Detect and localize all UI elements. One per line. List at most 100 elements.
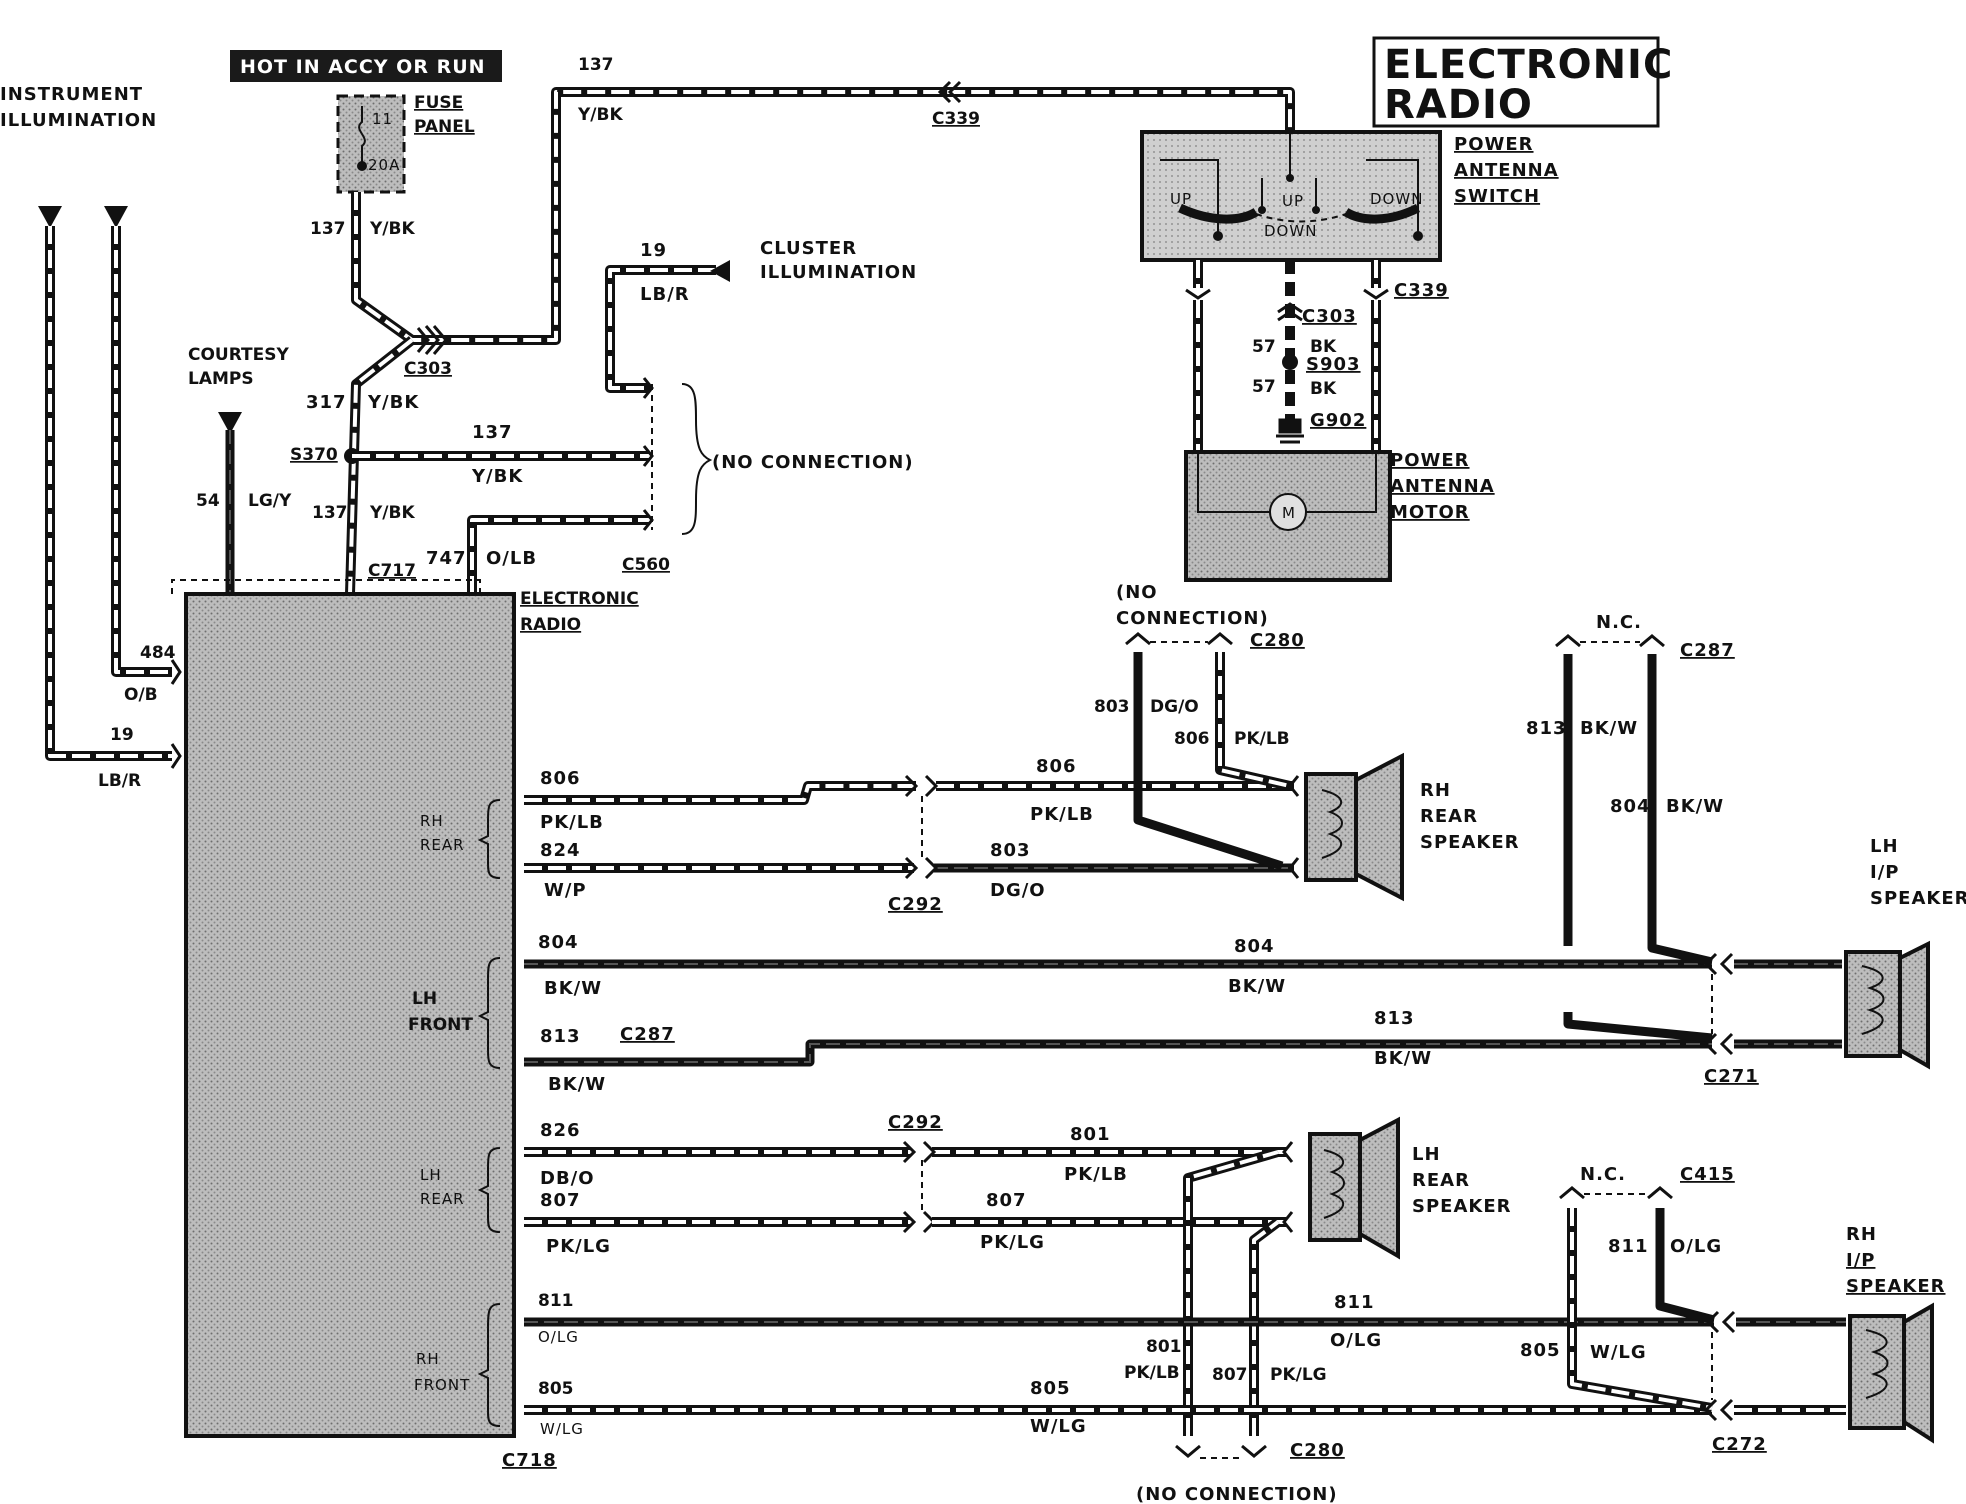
label-bkw-d: BK/W [1374,1048,1432,1069]
label-wlg-a: W/LG [540,1420,584,1438]
wire-19-cluster [605,265,716,393]
label-c303-ground: C303 [1302,306,1357,327]
switch-up-left: UP [1170,190,1192,208]
label-s903: S903 [1306,354,1361,375]
label-317: 317 [306,392,347,413]
switch-down-right: DOWN [1370,190,1423,208]
label-pklg-a: PK/LG [546,1236,611,1257]
courtesy-lamps-1: COURTESY [188,345,290,365]
label-pklb-b: PK/LB [1030,804,1094,825]
rh-rear-label-2: REAR [420,836,465,854]
fuse-terminal [357,161,367,171]
label-lbr-cluster: LB/R [640,284,690,305]
lh-ip-speaker [1844,940,1930,1070]
label-137-c: 137 [312,503,348,523]
wire-804-c287 [1647,654,1714,967]
label-c717: C717 [368,561,416,581]
hot-banner-text: HOT IN ACCY OR RUN [240,56,486,78]
lh-ip-speaker-label-2: I/P [1870,862,1899,883]
no-connection-top-b: CONNECTION) [1116,608,1269,629]
label-c718: C718 [502,1450,557,1471]
lh-rear-speaker-label-3: SPEAKER [1412,1196,1512,1217]
label-19-cluster: 19 [640,240,667,261]
label-lgy: LG/Y [248,491,292,511]
brace-rh-front [477,1303,501,1427]
label-c287-a: C287 [620,1024,675,1045]
switch-contact-2 [1413,231,1423,241]
switch-contact-5 [1286,174,1294,182]
label-137-top: 137 [578,55,614,75]
wire-813 [524,1039,1712,1067]
switch-center-dashed [1255,213,1347,223]
rh-rear-speaker-label-3: SPEAKER [1420,832,1520,853]
courtesy-arrow-icon [218,412,242,434]
c292-connector-top [904,774,939,880]
lh-rear-speaker [1308,1116,1400,1260]
label-pklg-c: PK/LG [1270,1365,1327,1385]
label-pklb-e: PK/LB [1124,1363,1180,1383]
title-box [1372,36,1660,128]
label-801-a: 801 [1070,1124,1111,1145]
label-wlg-b: W/LG [1030,1416,1087,1437]
instrument-arrow-icon-2 [104,206,128,228]
label-bkw-f: BK/W [1666,796,1724,817]
label-bk-a: BK [1310,337,1337,357]
label-pklb-d: PK/LB [1064,1164,1128,1185]
label-806-b: 806 [1036,756,1077,777]
label-ob: O/B [124,685,158,705]
c280-connector-top [1125,632,1233,646]
label-olb: O/LB [486,548,537,569]
label-57-b: 57 [1252,377,1276,397]
c415-connector [1559,1186,1673,1200]
label-137-b: 137 [472,422,513,443]
label-804-c: 804 [1610,796,1651,817]
switch-contact-4 [1312,206,1320,214]
label-826: 826 [540,1120,581,1141]
fuse-panel-label-2: PANEL [414,117,475,137]
label-no-connection-c560: (NO CONNECTION) [712,452,914,473]
rh-rear-label-1: RH [420,812,444,830]
nc-label-bottom: N.C. [1580,1164,1626,1185]
label-bkw-b: BK/W [1228,976,1286,997]
label-c292-a: C292 [888,894,943,915]
label-c339-top: C339 [932,109,980,129]
antenna-motor-label-1: POWER [1390,450,1470,471]
label-c272: C272 [1712,1434,1767,1455]
wire-805-c415 [1567,1208,1713,1413]
label-801-b: 801 [1146,1337,1182,1357]
antenna-switch-label-1: POWER [1454,134,1534,155]
electronic-radio-body [184,592,516,1438]
c303-connector [416,325,448,355]
label-wp: W/P [544,880,587,901]
label-811-b: 811 [1334,1292,1375,1313]
label-olg-b: O/LG [1330,1330,1382,1351]
g902-ground-icon [1276,418,1304,444]
motor-wiring [1197,452,1377,513]
c560-connector [642,377,654,531]
title-line-1: ELECTRONIC [1384,42,1673,88]
no-connection-top-a: (NO [1116,582,1158,603]
courtesy-lamps-2: LAMPS [188,369,254,389]
label-803-b: 803 [1094,697,1130,717]
rh-rear-speaker-label-2: REAR [1420,806,1478,827]
label-805-b: 805 [1030,1378,1071,1399]
radio-left-connector-1 [170,659,182,769]
switch-inner-wiring [1160,130,1419,236]
nc-label-top: N.C. [1596,612,1642,633]
label-19-instrument: 19 [110,725,134,745]
c339-connector-bottom [1185,288,1389,300]
label-ybk-a: Y/BK [369,219,415,239]
c272-connector [1703,1310,1736,1422]
label-c271: C271 [1704,1066,1759,1087]
rh-front-label-2: FRONT [414,1376,470,1394]
label-bk-b: BK [1310,379,1337,399]
wire-813-c287-drop [1563,1012,1713,1043]
label-dbo: DB/O [540,1168,595,1189]
label-dgo-b: DG/O [1150,697,1199,717]
label-c280-bottom: C280 [1290,1440,1345,1461]
label-wlg-c: W/LG [1590,1342,1647,1363]
rh-ip-speaker-label-3: SPEAKER [1846,1276,1946,1297]
no-connection-brace [681,383,713,535]
label-57-a: 57 [1252,337,1276,357]
